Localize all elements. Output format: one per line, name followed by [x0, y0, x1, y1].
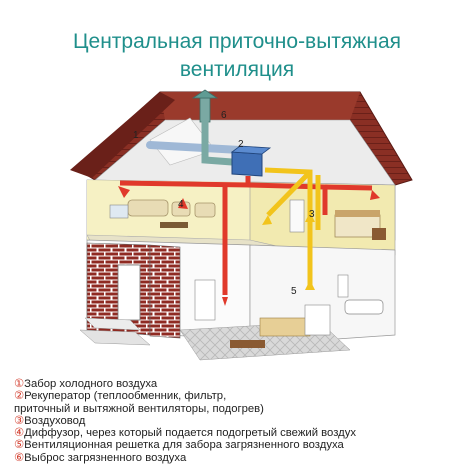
legend-item: ⑤Вентиляционная решетка для забора загря…	[14, 439, 470, 451]
supply-arrows	[118, 186, 380, 306]
callout-1: 1	[133, 130, 139, 141]
supply-duct	[119, 176, 373, 295]
exhaust-duct	[264, 167, 321, 290]
legend-number: ①	[14, 378, 25, 390]
intake-duct	[146, 141, 244, 154]
exhaust-arrows	[262, 212, 315, 290]
legend-text: Диффузор, через который подается подогре…	[24, 427, 357, 440]
callout-2: 2	[238, 139, 244, 150]
legend-item: ②Рекуператор (теплообменник, фильтр,	[14, 390, 470, 402]
callout-4: 4	[178, 199, 184, 210]
exhaust-to-roof-duct	[201, 120, 233, 166]
legend-item: ④Диффузор, через который подается подогр…	[14, 427, 470, 439]
brick-wall	[86, 242, 181, 339]
legend-text: Забор холодного воздуха	[24, 378, 158, 390]
callout-5: 5	[291, 286, 297, 297]
legend-text: Выброс загрязненного воздуха	[24, 451, 187, 464]
legend-number: ⑥	[14, 451, 25, 464]
title-line-2: вентиляция	[179, 58, 295, 81]
legend-item: приточный и вытяжной вентиляторы, подогр…	[14, 403, 470, 415]
legend-text: Рекуператор (теплообменник, фильтр,	[24, 390, 227, 403]
sofa	[109, 199, 216, 228]
callout-3: 3	[309, 209, 315, 220]
legend-text: Воздуховод	[24, 414, 86, 427]
legend: ①Забор холодного воздуха ②Рекуператор (т…	[14, 378, 470, 464]
entrance-steps	[79, 317, 151, 346]
upper-door	[289, 199, 305, 233]
callout-6: 6	[221, 110, 227, 121]
legend-item: ①Забор холодного воздуха	[14, 378, 470, 390]
bed	[334, 210, 386, 240]
kitchen	[194, 279, 331, 348]
callout-labels: 1 2 3 4 5 6	[133, 110, 315, 297]
entrance-door	[117, 264, 141, 321]
legend-item: ③Воздуховод	[14, 415, 470, 427]
legend-number: ⑤	[14, 439, 25, 452]
legend-number: ③	[14, 414, 25, 427]
bathroom	[337, 274, 384, 315]
legend-number: ②	[14, 390, 25, 403]
roof-vent	[191, 89, 219, 123]
recuperator	[230, 145, 272, 177]
title-line-1: Центральная приточно-вытяжная	[73, 30, 401, 53]
legend-item: ⑥Выброс загрязненного воздуха	[14, 452, 470, 464]
diagram-title: Центральная приточно-вытяжная вентиляция	[0, 28, 474, 84]
legend-number: ④	[14, 427, 25, 440]
legend-text: Вентиляционная решетка для забора загряз…	[24, 439, 344, 452]
legend-text: приточный и вытяжной вентиляторы, подогр…	[14, 402, 264, 415]
